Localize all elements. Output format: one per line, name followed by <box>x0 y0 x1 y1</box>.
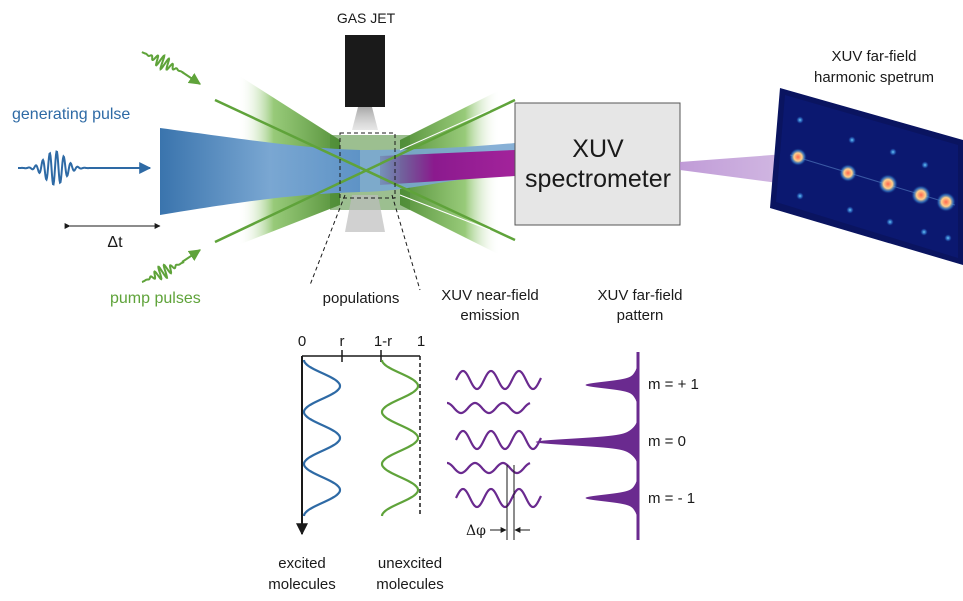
near-field-label-line1: XUV near-field <box>441 287 539 304</box>
axis-label-1: 1 <box>416 333 426 350</box>
pump-pulse-bottom-icon <box>141 249 201 283</box>
spectrometer-label-line1: XUV <box>572 135 624 163</box>
near-field-label-line2: emission <box>460 307 520 324</box>
excited-label-line2: molecules <box>268 576 336 593</box>
gas-jet-nozzle-icon <box>345 35 385 232</box>
delta-t-label: Δt <box>107 234 123 251</box>
far-field-pattern-label-line2: pattern <box>616 307 664 324</box>
populations-label: populations <box>322 290 400 307</box>
far-field-pattern-label-line1: XUV far-field <box>597 287 683 304</box>
interaction-region <box>309 132 421 291</box>
near-field-emission-waves <box>447 369 542 509</box>
far-field-title-line1: XUV far-field <box>831 48 917 65</box>
far-field-title-line2: harmonic spetrum <box>813 69 935 86</box>
populations-plot <box>296 350 421 536</box>
m-plus-1-label: m = + 1 <box>648 376 699 393</box>
generating-beam <box>160 128 515 215</box>
spectrometer-box <box>514 102 681 226</box>
far-field-spectrum-image <box>770 88 963 265</box>
unexcited-label-line1: unexcited <box>377 555 443 572</box>
excited-label-line1: excited <box>278 555 326 572</box>
pump-beam-lines <box>214 98 516 244</box>
m-minus-1-label: m = - 1 <box>648 490 696 507</box>
gas-jet-label: GAS JET <box>336 10 396 26</box>
pump-pulses-label: pump pulses <box>110 290 201 307</box>
pump-pulse-top-icon <box>141 51 201 85</box>
spectrometer-label-line2: spectrometer <box>525 165 671 193</box>
delta-phi-label: Δφ <box>466 523 486 539</box>
axis-label-0: 0 <box>297 333 307 350</box>
delta-phi-indicator <box>490 465 530 540</box>
m-0-label: m = 0 <box>648 433 686 450</box>
axis-label-1-minus-r: 1-r <box>373 333 393 350</box>
generating-pulse-label: generating pulse <box>12 106 131 123</box>
generating-pulse-icon <box>18 150 152 186</box>
far-field-pattern-plot <box>535 352 640 540</box>
unexcited-label-line2: molecules <box>376 576 444 593</box>
axis-label-r: r <box>339 333 345 350</box>
